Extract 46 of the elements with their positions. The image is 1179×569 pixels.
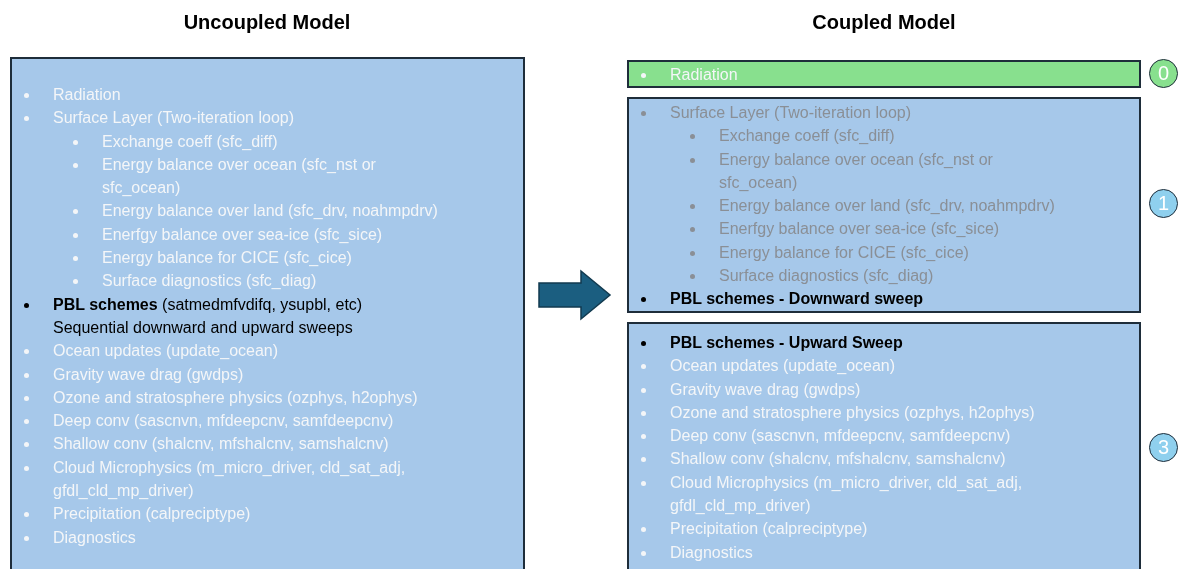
list-item: Enerfgy balance over sea-ice (sfc_sice) [102, 224, 383, 245]
list-item: Cloud Microphysics (m_micro_driver, cld_sat_adj, gfdl_cld_mp_driver) [53, 457, 407, 502]
list-item: Surface Layer (Two-iteration loop) [53, 108, 294, 129]
list-item: Energy balance over land (sfc_drv, noahmpdrv) [102, 201, 438, 222]
list-item: Energy balance over ocean (sfc_nst or sfc_ocean) [719, 149, 994, 193]
list-item: Deep conv (sascnvn, mfdeepcnv, samfdeepcnv) [670, 426, 1011, 447]
list-item: Energy balance for CICE (sfc_cice) [719, 242, 969, 263]
list-item: Diagnostics [670, 542, 753, 563]
list-item: Gravity wave drag (gwdps) [53, 364, 244, 385]
list-item: Sequential downward and upward sweeps [53, 317, 353, 338]
list-item: Surface diagnostics (sfc_diag) [102, 271, 317, 292]
list-item: Surface Layer (Two-iteration loop) [670, 103, 911, 123]
list-item: Cloud Microphysics (m_micro_driver, cld_sat_adj, gfdl_cld_mp_driver) [670, 472, 1024, 517]
process-box [627, 60, 1141, 88]
list-item: PBL schemes (satmedmfvdifq, ysupbl, etc) [53, 294, 363, 315]
list-item: Radiation [670, 65, 738, 85]
process-box [627, 322, 1141, 569]
column-heading: Uncoupled Model [183, 11, 351, 34]
list-item: Energy balance over ocean (sfc_nst or sfc_ocean) [102, 154, 377, 199]
list-item: Radiation [53, 85, 121, 105]
list-item: Energy balance for CICE (sfc_cice) [102, 248, 352, 269]
block-arrow [538, 269, 612, 321]
list-item: Shallow conv (shalcnv, mfshalcnv, samshalcnv) [53, 434, 389, 455]
process-box [10, 57, 525, 569]
list-item: Diagnostics [53, 527, 136, 548]
list-item: Gravity wave drag (gwdps) [670, 379, 861, 400]
list-item: Ozone and stratosphere physics (ozphys, h2ophys) [53, 387, 418, 408]
step-number-circle: 3 [1149, 433, 1178, 462]
list-item: Ocean updates (update_ocean) [53, 341, 279, 362]
list-item: Shallow conv (shalcnv, mfshalcnv, samshalcnv) [670, 449, 1006, 470]
list-item: Enerfgy balance over sea-ice (sfc_sice) [719, 219, 1000, 240]
list-item: PBL schemes - Upward Sweep [670, 333, 903, 353]
list-item: Exchange coeff (sfc_diff) [719, 126, 895, 147]
list-item: Ocean updates (update_ocean) [670, 356, 896, 377]
list-item: Deep conv (sascnvn, mfdeepcnv, samfdeepcnv) [53, 411, 394, 432]
list-item: Energy balance over land (sfc_drv, noahmpdrv) [719, 196, 1055, 217]
list-item: PBL schemes - Downward sweep [670, 289, 924, 310]
column-heading: Coupled Model [812, 11, 956, 34]
process-box [627, 97, 1141, 313]
step-number-circle: 1 [1149, 189, 1178, 218]
list-item: Exchange coeff (sfc_diff) [102, 131, 278, 152]
list-item: Ozone and stratosphere physics (ozphys, h2ophys) [670, 402, 1035, 423]
list-item: Precipitation (calpreciptype) [670, 519, 868, 540]
list-item: Surface diagnostics (sfc_diag) [719, 266, 934, 287]
step-number-circle: 0 [1149, 59, 1178, 88]
list-item: Precipitation (calpreciptype) [53, 504, 251, 525]
